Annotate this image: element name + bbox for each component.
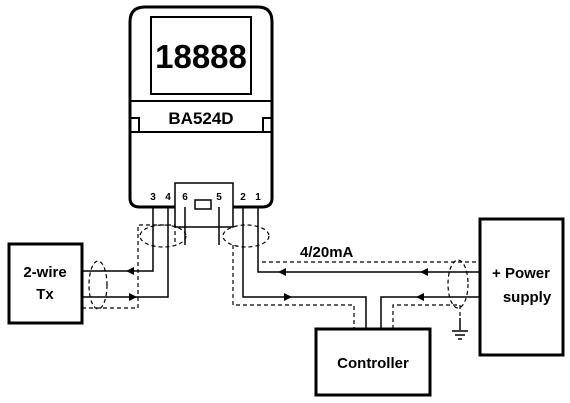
current-flow-arrows — [126, 267, 428, 301]
wire-controller-to-supply — [380, 296, 480, 329]
terminal-5-label: 5 — [216, 192, 222, 203]
arrow-supply-signal — [420, 268, 428, 276]
cable-shields — [82, 224, 480, 329]
panel-corner-left — [131, 117, 140, 132]
shield-controller-cable-left — [232, 245, 355, 329]
wire-terminal-1-to-supply — [257, 207, 480, 273]
shield-supply-cable-bottom — [392, 304, 461, 329]
arrow-supply-return — [416, 293, 424, 301]
terminal-link — [194, 199, 212, 210]
arrow-loop-signal — [278, 268, 286, 276]
earth-ground-icon — [452, 330, 468, 340]
power-supply-label-line2: supply — [503, 289, 552, 306]
controller-device: Controller — [314, 327, 432, 397]
controller-box — [314, 327, 432, 397]
arrow-controller-feed — [284, 293, 292, 301]
signal-label: 4/20mA — [300, 244, 354, 261]
power-supply-device: + Power supply — [478, 217, 565, 357]
terminal-1-label: 1 — [255, 192, 261, 203]
terminal-6-label: 6 — [182, 192, 188, 203]
terminal-2-label: 2 — [240, 192, 246, 203]
jacket-supply-end — [447, 259, 469, 309]
wire-terminal-3-to-tx — [82, 207, 154, 272]
transmitter-device: 2-wire Tx — [7, 242, 84, 325]
cable-jackets — [88, 224, 469, 310]
display-window — [150, 16, 252, 95]
arrow-tx-return — [129, 293, 137, 301]
wire-terminal-4-to-tx — [82, 207, 169, 298]
jacket-tx-end — [88, 260, 108, 310]
terminal-4-label: 4 — [165, 192, 171, 203]
lcd-digits: 18888 — [155, 38, 247, 75]
power-supply-box — [478, 217, 565, 357]
panel-corner-right — [262, 117, 271, 132]
meter-enclosure: 18888 BA524D — [128, 5, 274, 228]
power-supply-label-line1: + Power — [492, 265, 550, 282]
terminal-numbers: 3 4 6 5 2 1 — [150, 192, 261, 203]
transmitter-box — [7, 242, 84, 325]
shield-tx-cable — [82, 224, 176, 309]
controller-label: Controller — [337, 355, 409, 372]
terminal-3-label: 3 — [150, 192, 156, 203]
jacket-meter-input — [139, 224, 187, 248]
model-label: BA524D — [168, 109, 233, 128]
wire-terminal-2-to-controller — [242, 207, 367, 329]
transmitter-label-line1: 2-wire — [23, 264, 66, 281]
arrow-tx-signal — [126, 267, 134, 275]
transmitter-label-line2: Tx — [36, 286, 54, 303]
jacket-meter-output — [222, 224, 270, 248]
